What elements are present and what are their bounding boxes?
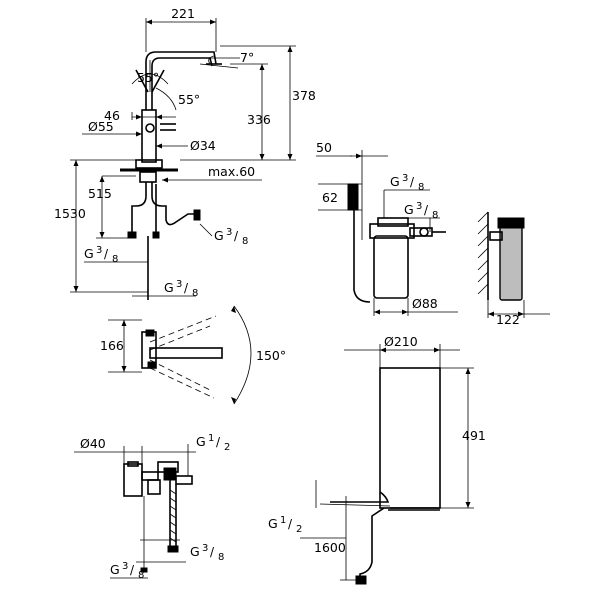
svg-text:/: / [234, 229, 239, 243]
faucet-base [135, 159, 163, 169]
filter-unit-front: 50 62 G 3 / 8 G 3 / 8 [316, 140, 458, 316]
dim-wall-clearance: 122 [496, 312, 520, 327]
filter-side-body [499, 225, 523, 301]
label-valve-outlet-right: G 3 / 8 [190, 543, 224, 563]
dim-filter-offset: 50 [316, 140, 332, 155]
dim-lever-offset: 46 [104, 108, 120, 123]
svg-text:3: 3 [96, 245, 102, 256]
svg-text:3: 3 [202, 543, 208, 554]
svg-text:3: 3 [122, 561, 128, 572]
svg-text:G: G [190, 544, 200, 559]
svg-text:/: / [104, 247, 109, 261]
svg-text:8: 8 [432, 210, 438, 221]
svg-text:3: 3 [416, 201, 422, 212]
svg-text:1: 1 [208, 433, 214, 444]
svg-text:G: G [164, 280, 174, 295]
svg-text:G: G [110, 562, 120, 577]
spout-top-view: 150° 166 [100, 305, 286, 405]
filter-unit-side: 122 [477, 211, 550, 327]
svg-text:8: 8 [192, 288, 198, 299]
svg-text:/: / [410, 175, 415, 189]
svg-text:/: / [424, 203, 429, 217]
filter-cartridge [373, 235, 409, 299]
svg-text:G: G [404, 202, 414, 217]
dim-spout-tilt: 7° [240, 50, 254, 65]
dim-spout-outlet-height: 336 [247, 112, 271, 127]
label-valve-outlet-left: G 3 / 8 [110, 561, 144, 581]
boiler-inlet-hose [330, 491, 390, 503]
label-filter-inlet: G 3 / 8 [390, 173, 424, 193]
boiler-body [379, 367, 441, 509]
label-boiler-inlet: G 1 / 2 [268, 515, 302, 535]
svg-text:G: G [268, 516, 278, 531]
svg-text:8: 8 [242, 236, 248, 247]
dim-hose-length: 515 [88, 186, 112, 201]
svg-text:/: / [216, 435, 221, 449]
svg-text:8: 8 [112, 254, 118, 265]
valve-assembly: Ø40 G 1 / 2 [74, 433, 230, 581]
label-hose-connection-right: G 3 / 8 [214, 227, 248, 247]
valve-body [123, 463, 143, 497]
faucet-body [141, 109, 157, 163]
svg-text:2: 2 [296, 524, 302, 535]
svg-text:/: / [184, 281, 189, 295]
spout [145, 51, 217, 110]
filter-display [347, 183, 359, 211]
dim-max-deck: max.60 [208, 164, 255, 179]
dim-filter-diameter: Ø88 [412, 296, 438, 311]
dim-filter-head: 62 [322, 190, 338, 205]
dim-cable-length: 1600 [314, 540, 346, 555]
dim-swivel-depth: 166 [100, 338, 124, 353]
svg-text:3: 3 [176, 279, 182, 290]
lever [135, 69, 149, 93]
svg-text:G: G [196, 434, 206, 449]
dim-hole-diameter: Ø34 [190, 138, 216, 153]
svg-text:8: 8 [418, 182, 424, 193]
label-hose-connection-bottom: G 3 / 8 [164, 279, 198, 299]
dim-overall-height: 378 [292, 88, 316, 103]
boiler-tank: Ø210 491 G 1 / 2 1600 [268, 334, 486, 585]
svg-text:/: / [288, 517, 293, 531]
svg-text:8: 8 [218, 552, 224, 563]
dim-boiler-diameter: Ø210 [384, 334, 418, 349]
dim-valve-diameter: Ø40 [80, 436, 106, 451]
svg-text:G: G [214, 228, 224, 243]
svg-text:/: / [130, 563, 135, 577]
spout-top-arm [149, 347, 223, 359]
hose-left [131, 182, 147, 232]
label-valve-inlet: G 1 / 2 [196, 433, 230, 453]
faucet-side-view: 221 7° 55° 55° 378 336 46 Ø55 [54, 6, 316, 300]
svg-text:G: G [84, 246, 94, 261]
dim-swivel-angle: 150° [256, 348, 286, 363]
svg-text:3: 3 [402, 173, 408, 184]
svg-text:8: 8 [138, 570, 144, 581]
svg-text:1: 1 [280, 515, 286, 526]
svg-text:G: G [390, 174, 400, 189]
dim-total-hose: 1530 [54, 206, 86, 221]
svg-text:/: / [210, 545, 215, 559]
svg-text:3: 3 [226, 227, 232, 238]
dim-lever-angle-right: 55° [178, 92, 200, 107]
dim-spout-reach: 221 [171, 6, 195, 21]
svg-text:2: 2 [224, 442, 230, 453]
dim-lever-angle-left: 55° [137, 70, 159, 85]
dim-boiler-height: 491 [462, 428, 486, 443]
dim-body-diameter: Ø55 [88, 119, 114, 134]
label-filter-outlet: G 3 / 8 [404, 201, 438, 221]
label-hose-connection-left: G 3 / 8 [84, 245, 118, 265]
